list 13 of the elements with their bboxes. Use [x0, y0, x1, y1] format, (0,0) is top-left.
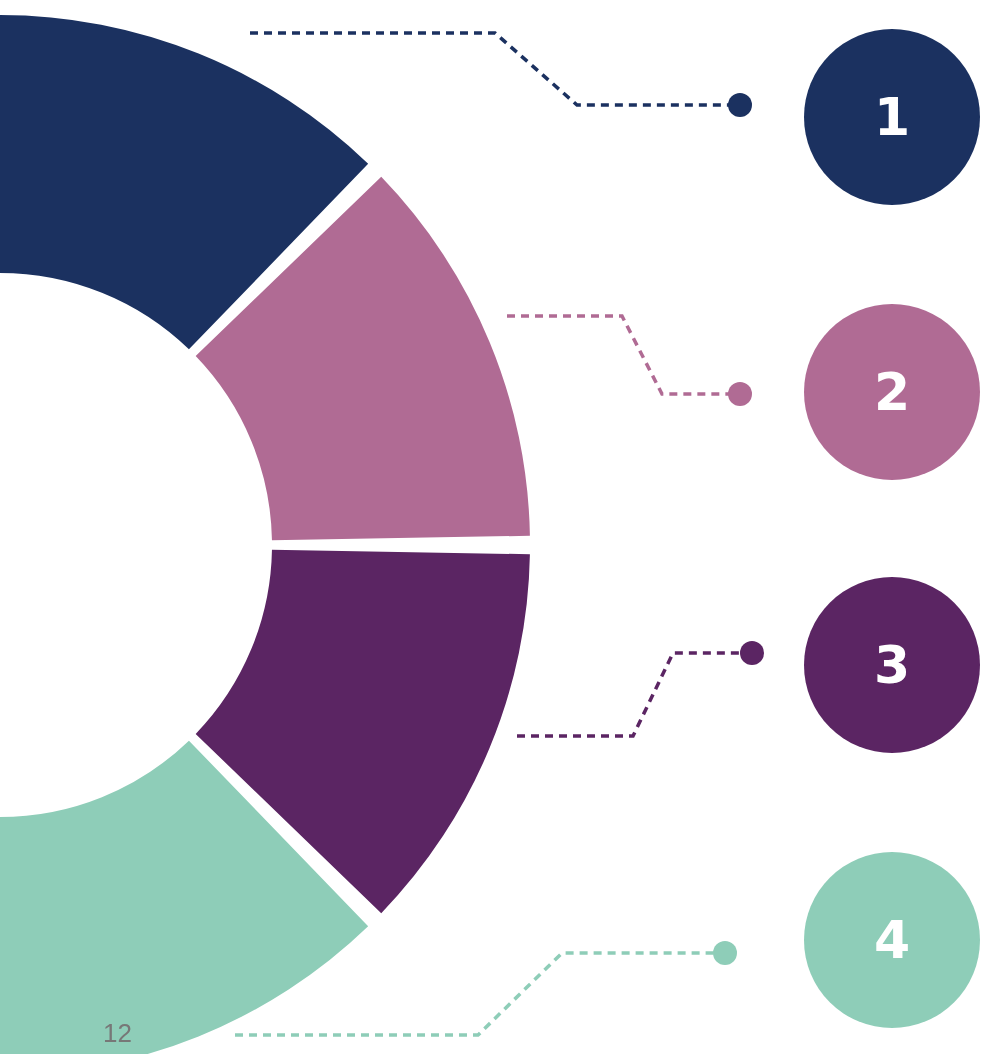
- leader-line: [517, 641, 764, 738]
- donut-segment: [195, 176, 530, 541]
- donut-segment: [0, 740, 369, 1054]
- step-number: 3: [873, 639, 911, 691]
- leader-line: [507, 314, 752, 406]
- step-number: 1: [873, 91, 911, 143]
- donut-segment: [0, 15, 369, 350]
- donut-segment: [195, 549, 530, 914]
- step-number: 2: [873, 366, 911, 418]
- page-number: 12: [103, 1020, 132, 1046]
- leader-line: [250, 31, 752, 117]
- leader-line: [235, 941, 737, 1037]
- step-number: 4: [873, 914, 911, 966]
